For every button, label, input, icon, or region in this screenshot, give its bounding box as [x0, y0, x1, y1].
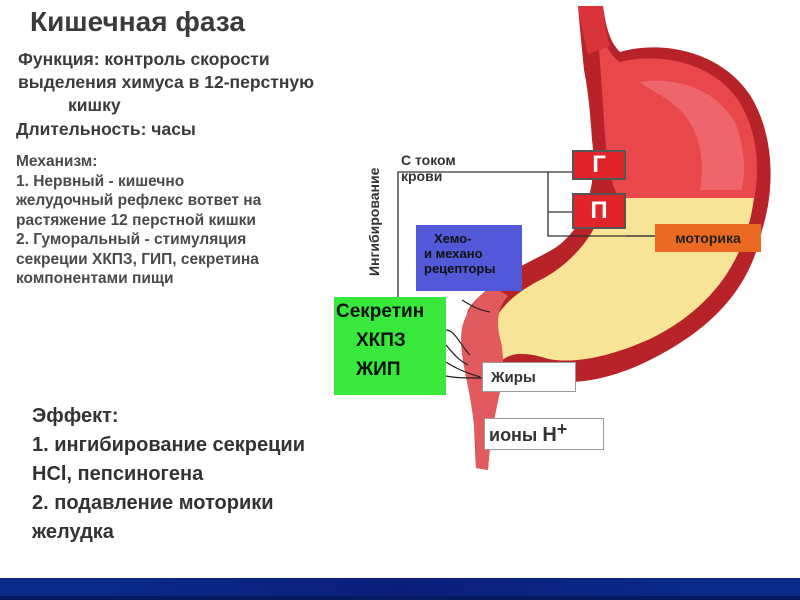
blood-label: С током крови — [401, 152, 456, 184]
secretin-line-1: Секретин — [336, 301, 425, 322]
pepsin-box: П — [572, 193, 626, 229]
function-line-1: Функция: контроль скорости — [18, 49, 270, 69]
function-line-2: выделения химуса в 12-перстную — [18, 72, 315, 92]
motility-box: моторика — [655, 224, 761, 252]
ions-h-label: Н — [542, 424, 557, 446]
mechanism-line-5: 2. Гуморальный - стимуляция — [16, 231, 247, 248]
mechanism-text: Механизм: 1. Нервный - кишечно желудочны… — [16, 152, 346, 289]
nerve-fibers — [445, 299, 491, 379]
mechanism-line-7: компонентами пищи — [16, 270, 174, 287]
ions-box: ионы Н+ — [484, 418, 604, 450]
receptors-line-1: Хемо- — [434, 231, 472, 246]
mechanism-line-2: 1. Нервный - кишечно — [16, 172, 185, 190]
gastrin-box: Г — [572, 150, 626, 180]
duration-text: Длительность: часы — [16, 119, 196, 139]
mechanism-line-1: Механизм: — [16, 153, 98, 170]
ions-plus-label: + — [556, 419, 568, 439]
mechanism-line-4: растяжение 12 перстной кишки — [16, 211, 256, 229]
blood-line-1: С током — [401, 152, 456, 168]
inhibition-label: Ингибирование — [366, 167, 382, 276]
page-title: Кишечная фаза — [30, 6, 245, 37]
connector-lines — [397, 171, 655, 297]
footer-strip — [0, 596, 800, 600]
receptors-line-2: и механо — [424, 246, 483, 261]
effect-line-2: 1. ингибирование секреции — [32, 434, 306, 456]
effect-line-5: желудка — [32, 521, 114, 543]
receptors-line-3: рецепторы — [424, 261, 496, 276]
mechanism-line-3: желудочный рефлекс вответ на — [16, 192, 262, 209]
function-text: Функция: контроль скорости выделения хим… — [18, 48, 378, 117]
effect-text: Эффект: 1. ингибирование секреции HCl, п… — [32, 402, 392, 547]
receptors-box: Хемо- и механо рецепторы — [416, 225, 522, 291]
esophagus — [578, 6, 610, 54]
effect-line-4: 2. подавление моторики — [32, 492, 274, 514]
ions-label: ионы — [489, 425, 538, 445]
mechanism-line-6: секреции ХКПЗ, ГИП, секретина — [16, 250, 259, 268]
secretin-box: Секретин ХКПЗ ЖИП — [334, 297, 446, 395]
effect-line-3: HCl, пепсиногена — [32, 463, 204, 485]
footer-bar — [0, 578, 800, 600]
fats-box: Жиры — [482, 362, 576, 392]
stomach-highlight — [640, 80, 744, 190]
secretin-line-3: ЖИП — [356, 359, 401, 380]
function-line-3: кишку — [68, 95, 121, 115]
effect-line-1: Эффект: — [32, 405, 119, 427]
blood-line-2: крови — [401, 168, 443, 184]
secretin-line-2: ХКПЗ — [356, 330, 406, 351]
